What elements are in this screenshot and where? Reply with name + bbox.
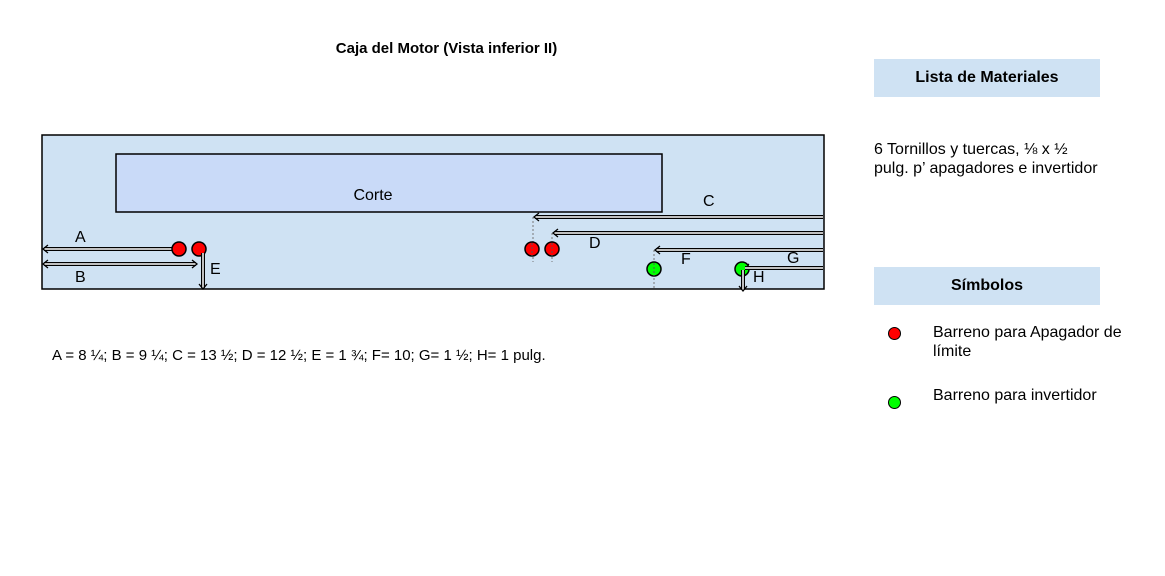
- label-f: F: [681, 251, 691, 268]
- red-circle-icon: [888, 327, 901, 340]
- diagram-title: Caja del Motor (Vista inferior II): [335, 40, 558, 57]
- dimension-arrows: [41, 212, 823, 293]
- label-a: A: [75, 229, 86, 246]
- arrow-d: [551, 228, 823, 238]
- label-e: E: [210, 261, 221, 278]
- hole-limit-switch: [171, 241, 187, 257]
- arrow-c: [532, 212, 823, 222]
- hole-limit-switch: [191, 241, 207, 257]
- arrow-b: [41, 259, 199, 269]
- arrow-f: [653, 245, 823, 255]
- legend-inverter: Barreno para invertidor: [933, 387, 1097, 404]
- green-circle-icon: [888, 396, 901, 409]
- label-c: C: [703, 193, 715, 210]
- label-h: H: [753, 269, 765, 286]
- cutout-label: Corte: [353, 187, 392, 204]
- arrow-a: [41, 244, 178, 254]
- label-d: D: [589, 235, 601, 252]
- symbols-header: Símbolos: [874, 267, 1100, 305]
- materials-text: 6 Tornillos y tuercas, ⅛ x ½ pulg. p’ ap…: [874, 141, 1098, 177]
- label-b: B: [75, 269, 86, 286]
- label-g: G: [787, 250, 799, 267]
- materials-header: Lista de Materiales: [874, 59, 1100, 97]
- dimensions-text: A = 8 ¼; B = 9 ¼; C = 13 ½; D = 12 ½; E …: [52, 347, 546, 364]
- legend-limit-switch: Barreno para Apagador de límite: [933, 324, 1122, 360]
- cutout: [115, 153, 663, 213]
